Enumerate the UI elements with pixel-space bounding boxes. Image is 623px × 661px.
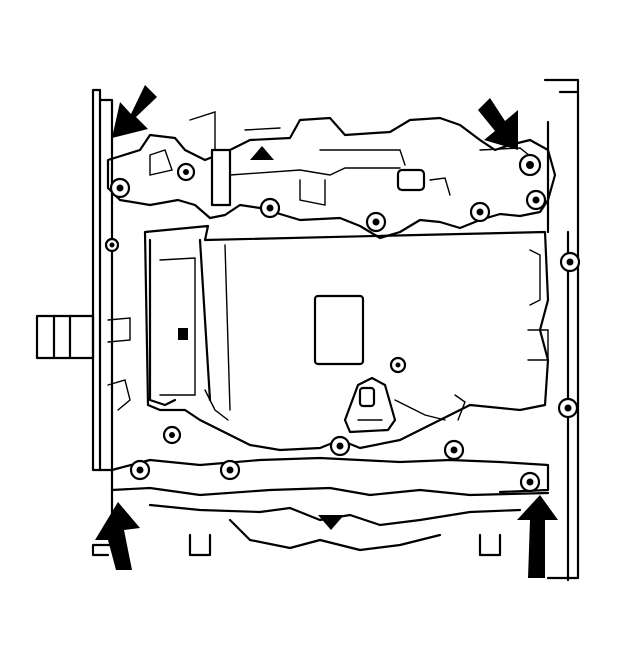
bolt-icon bbox=[519, 471, 541, 493]
bolt-icon bbox=[518, 153, 542, 177]
oil-pan bbox=[107, 224, 550, 452]
triangle-down-icon bbox=[318, 515, 344, 530]
bolt-icon bbox=[176, 162, 196, 182]
bolt-icon bbox=[443, 439, 465, 461]
bolt-icon bbox=[365, 211, 387, 233]
bolt-icon bbox=[219, 459, 241, 481]
bolt-icon bbox=[129, 459, 151, 481]
bolt-icon bbox=[104, 237, 120, 253]
bolt-icon bbox=[329, 435, 351, 457]
bolt-icon bbox=[557, 397, 579, 419]
arrow-icon bbox=[478, 98, 518, 150]
arrow-icon bbox=[517, 495, 558, 578]
bolt-icon bbox=[469, 201, 491, 223]
bolt-icon bbox=[525, 189, 547, 211]
bolt-icon bbox=[162, 425, 182, 445]
triangle-up-icon bbox=[250, 146, 274, 160]
crankshaft-end bbox=[35, 314, 95, 360]
rear-flange bbox=[110, 456, 550, 557]
drain-plug-boss bbox=[343, 376, 397, 434]
front-cover bbox=[106, 111, 557, 240]
bolt-icon bbox=[109, 177, 131, 199]
bolt-icon bbox=[259, 197, 281, 219]
arrow-icon bbox=[112, 85, 157, 138]
arrow-icon bbox=[95, 502, 140, 570]
bolt-icon bbox=[559, 251, 581, 273]
